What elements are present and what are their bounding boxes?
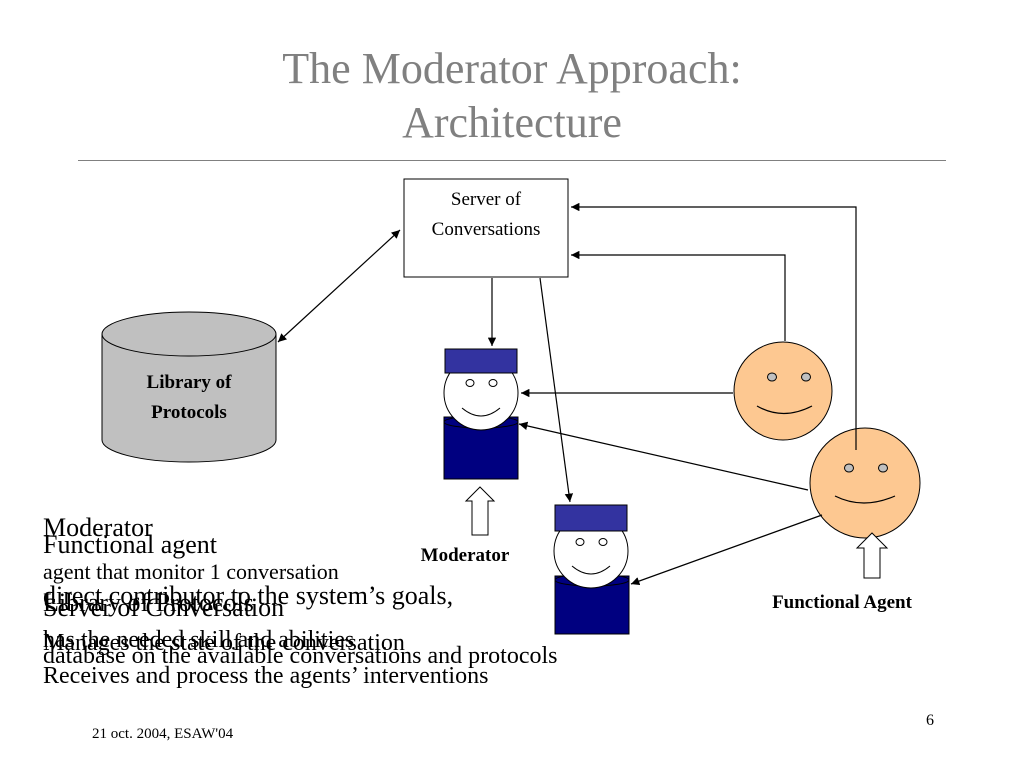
legend-server-heading: Server of Conversation	[43, 593, 285, 622]
server-of-conversations-box: Server of Conversations	[403, 178, 569, 278]
legend-functional-heading: Functional agent	[43, 530, 218, 559]
functional-agent-caption: Functional Agent	[772, 592, 913, 613]
library-of-protocols-cylinder: Library of Protocols	[101, 311, 277, 463]
library-label-line-2: Protocols	[151, 402, 227, 423]
functional-agent-1	[733, 341, 833, 441]
page-number: 6	[926, 712, 934, 729]
moderator-hat-2	[554, 504, 628, 532]
server-label-line-1: Server of	[451, 189, 522, 210]
title-divider	[78, 160, 946, 161]
moderator-agent-2	[553, 504, 630, 635]
legend-moderator-line-1: agent that monitor 1 conversation	[43, 559, 339, 584]
slide-title: The Moderator Approach: Architecture	[0, 42, 1024, 150]
slide-footer: 21 oct. 2004, ESAW'04	[92, 726, 234, 742]
server-to-moderator-2	[539, 277, 574, 503]
moderator-hat-1	[444, 348, 518, 374]
legend-library-line-1: database on the available conversations …	[43, 643, 558, 669]
server-label-line-2: Conversations	[432, 219, 541, 240]
functional-up-arrow	[855, 532, 889, 579]
library-label-line-1: Library of	[147, 372, 233, 393]
legend-library-heading: Library of Protocols	[43, 588, 254, 617]
moderator-agent-1	[443, 348, 519, 480]
title-line-2: Architecture	[402, 98, 622, 147]
functional-2-to-moderator-1	[518, 421, 809, 491]
functional-agent-2	[809, 427, 921, 539]
functional-2-to-server	[571, 202, 857, 450]
moderator-caption: Moderator	[421, 545, 510, 566]
library-server-link	[277, 229, 401, 343]
legend-functional-line-1: direct contributor to the system’s goals…	[43, 581, 454, 610]
functional-1-to-server	[571, 250, 786, 341]
legend-server-line-1: Manages the state of the conversation	[43, 630, 405, 656]
legend-server-line-2: Receives and process the agents’ interve…	[43, 663, 489, 689]
legend-functional-line-2: has the needed skill and abilities	[43, 627, 355, 653]
functional-2-to-moderator-2	[630, 514, 823, 586]
title-line-1: The Moderator Approach:	[282, 44, 742, 93]
moderator-up-arrow	[464, 486, 496, 536]
legend-moderator-heading: Moderator	[43, 513, 153, 542]
